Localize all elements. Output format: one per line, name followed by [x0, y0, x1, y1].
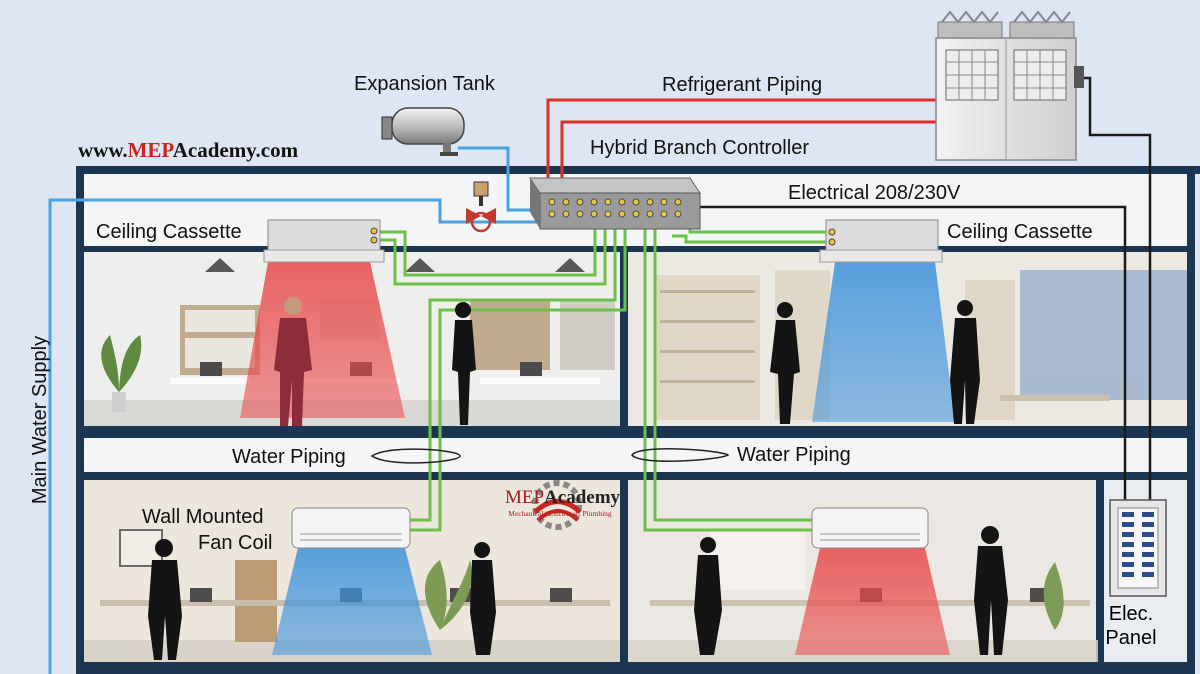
elec-panel-label-line1: Elec.: [1108, 603, 1154, 625]
person-silhouette-icon: [148, 300, 1008, 660]
refrigerant-piping: [546, 98, 940, 198]
ceiling-cassette-icon: [263, 219, 385, 263]
gear-logo-icon: [532, 480, 582, 530]
plant-icon: [101, 335, 142, 412]
main-water-supply-pipe: [48, 146, 540, 674]
electrical-wiring: [690, 76, 1152, 500]
cooling-air-zone: [812, 262, 955, 422]
logo-tagline: Mechanical | Electrical | Plumbing: [508, 509, 612, 518]
water-piping-indicator: [631, 448, 730, 462]
bookshelves: [655, 270, 1187, 420]
wall-fan-coil-icon: [811, 507, 929, 549]
elec-panel-label: Elec.Panel: [1100, 602, 1162, 650]
website-brand-red: MEP: [127, 138, 173, 162]
valve-icon: [466, 181, 496, 233]
logo-mep: MEP: [505, 487, 545, 508]
expansion-tank-label: Expansion Tank: [354, 73, 495, 95]
person-in-suit: [274, 297, 312, 426]
mep-academy-logo: MEPAcademy Mechanical | Electrical | Plu…: [505, 487, 620, 518]
main-water-supply-label: Main Water Supply: [29, 335, 51, 505]
electrical-label: Electrical 208/230V: [788, 182, 961, 204]
electrical-panel-icon: [1109, 499, 1167, 597]
wall-fan-coil-icon: [291, 507, 411, 549]
ceiling-cassette-right-label: Ceiling Cassette: [947, 221, 1093, 243]
expansion-tank-icon: [381, 107, 465, 156]
ceiling-cassette-icon: [819, 219, 943, 263]
ceiling-cassette-left-label: Ceiling Cassette: [96, 221, 242, 243]
wall-fan-coil-label-line2: Fan Coil: [198, 532, 273, 554]
heating-air-zone: [795, 548, 950, 655]
logo-name: MEPAcademy: [505, 487, 620, 508]
website-prefix: www.: [78, 138, 128, 162]
elec-panel-label-line2: Panel: [1105, 627, 1157, 649]
logo-academy: Academy: [544, 487, 621, 508]
branch-controller-icon: [529, 177, 701, 230]
water-piping-left-label: Water Piping: [232, 446, 346, 468]
outdoor-unit-icon: [935, 10, 1084, 161]
cooling-air-zone: [272, 548, 432, 655]
website-url: www.MEPAcademy.com: [78, 138, 298, 163]
wall-fan-coil-label-line1: Wall Mounted: [142, 506, 264, 528]
water-piping-indicator: [370, 448, 461, 464]
refrigerant-piping-label: Refrigerant Piping: [662, 74, 823, 96]
website-brand-dark: Academy.com: [172, 138, 299, 162]
water-piping-right-label: Water Piping: [737, 444, 851, 466]
hybrid-branch-controller-label: Hybrid Branch Controller: [590, 137, 809, 159]
